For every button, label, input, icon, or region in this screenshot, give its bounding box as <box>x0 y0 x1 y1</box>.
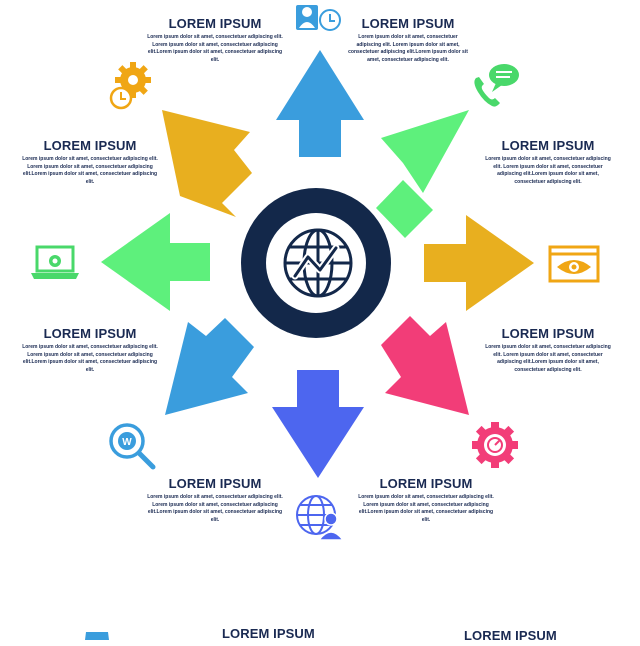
text-block-upper-right: LOREM IPSUM Lorem ipsum dolor sit amet, … <box>482 138 614 186</box>
footer-partial-icon <box>85 632 109 640</box>
block-body: Lorem ipsum dolor sit amet, consectetuer… <box>348 34 468 63</box>
arrow-up-left <box>162 110 252 217</box>
trend-line-core <box>293 246 338 278</box>
user-clock-icon <box>296 5 341 31</box>
text-block-bottom-left: LOREM IPSUM Lorem ipsum dolor sit amet, … <box>145 476 285 524</box>
block-body: Lorem ipsum dolor sit amet, consectetuer… <box>358 494 494 523</box>
arrow-up-right-stem <box>376 180 433 238</box>
text-block-top-left: LOREM IPSUM Lorem ipsum dolor sit amet, … <box>145 16 285 64</box>
block-title: LOREM IPSUM <box>168 476 262 491</box>
arrow-left <box>101 213 210 311</box>
block-title: LOREM IPSUM <box>501 326 595 341</box>
text-block-top-right: LOREM IPSUM Lorem ipsum dolor sit amet, … <box>346 16 470 64</box>
block-title: LOREM IPSUM <box>464 628 557 643</box>
block-title: LOREM IPSUM <box>379 476 473 491</box>
text-block-lower-right: LOREM IPSUM Lorem ipsum dolor sit amet, … <box>482 326 614 374</box>
gear-dashboard-icon <box>472 422 518 468</box>
text-block-bottom-right: LOREM IPSUM Lorem ipsum dolor sit amet, … <box>358 476 494 524</box>
arrow-right <box>424 215 534 311</box>
globe-user-icon <box>296 495 345 541</box>
block-body: Lorem ipsum dolor sit amet, consectetuer… <box>485 344 611 373</box>
text-block-upper-left: LOREM IPSUM Lorem ipsum dolor sit amet, … <box>22 138 158 186</box>
block-body: Lorem ipsum dolor sit amet, consectetuer… <box>22 344 158 373</box>
block-body: Lorem ipsum dolor sit amet, consectetuer… <box>22 156 158 185</box>
phone-chat-icon <box>474 64 519 107</box>
block-body: Lorem ipsum dolor sit amet, consectetuer… <box>147 494 283 523</box>
arrow-up-right <box>381 110 469 193</box>
block-title: LOREM IPSUM <box>43 138 137 153</box>
block-title: LOREM IPSUM <box>168 16 262 31</box>
svg-text:W: W <box>122 437 132 448</box>
block-body: Lorem ipsum dolor sit amet, consectetuer… <box>485 156 611 185</box>
browser-eye-icon <box>548 245 600 283</box>
arrow-up <box>276 50 364 157</box>
text-block-footer-right: LOREM IPSUM <box>464 628 604 646</box>
block-body: Lorem ipsum dolor sit amet, consectetuer… <box>147 34 283 63</box>
text-block-footer-left: LOREM IPSUM <box>222 626 362 644</box>
block-title: LOREM IPSUM <box>501 138 595 153</box>
arrow-down <box>272 370 364 478</box>
block-title: LOREM IPSUM <box>43 326 137 341</box>
laptop-gear-icon <box>31 245 79 279</box>
arrow-down-left <box>165 318 254 415</box>
gear-clock-icon <box>109 62 151 110</box>
magnifier-target-icon: W <box>109 423 156 470</box>
arrow-down-right <box>381 316 469 415</box>
block-title: LOREM IPSUM <box>222 626 315 641</box>
text-block-lower-left: LOREM IPSUM Lorem ipsum dolor sit amet, … <box>22 326 158 374</box>
block-title: LOREM IPSUM <box>361 16 455 31</box>
